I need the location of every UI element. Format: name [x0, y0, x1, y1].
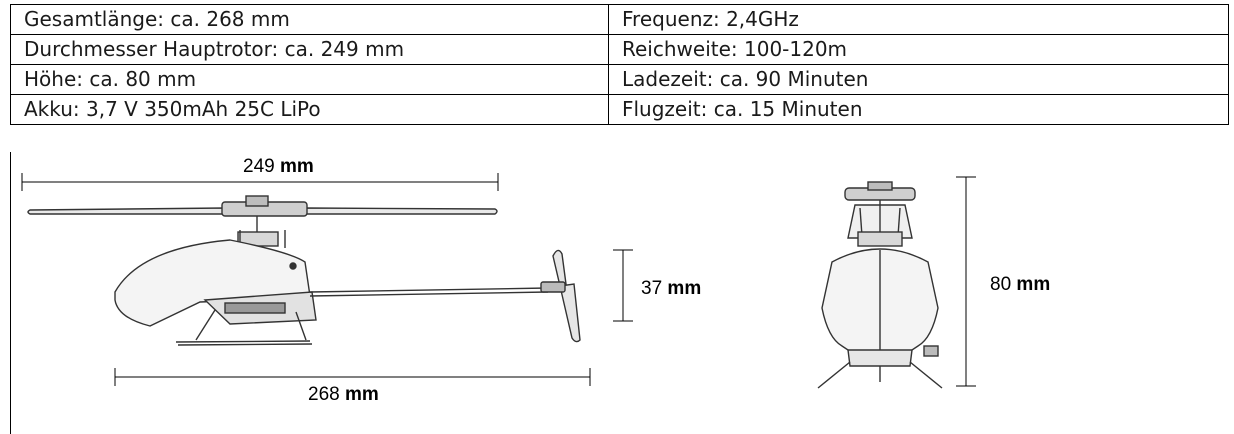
figure-border [10, 152, 11, 434]
helicopter-side-view [27, 195, 581, 346]
spec-cell: Durchmesser Hauptrotor: ca. 249 mm [10, 34, 609, 65]
spec-table: Gesamtlänge: ca. 268 mm Frequenz: 2,4GHz… [10, 4, 1229, 125]
rotor-dimension-label: 249 mm [243, 156, 314, 177]
spec-cell: Gesamtlänge: ca. 268 mm [10, 4, 609, 35]
table-row: Akku: 3,7 V 350mAh 25C LiPo Flugzeit: ca… [10, 94, 1229, 125]
spec-cell: Akku: 3,7 V 350mAh 25C LiPo [10, 94, 609, 125]
table-row: Gesamtlänge: ca. 268 mm Frequenz: 2,4GHz [10, 4, 1229, 35]
height-dimension-line [956, 176, 976, 387]
rotor-dimension-line [21, 173, 499, 191]
length-dimension-label: 268 mm [308, 384, 379, 405]
height-dimension-label: 80 mm [990, 274, 1050, 295]
tail-height-dimension-label: 37 mm [641, 278, 701, 299]
spec-cell: Flugzeit: ca. 15 Minuten [608, 94, 1229, 125]
helicopter-front-view [817, 181, 943, 389]
length-dimension-line [114, 368, 591, 386]
spec-cell: Frequenz: 2,4GHz [608, 4, 1229, 35]
spec-cell: Ladezeit: ca. 90 Minuten [608, 64, 1229, 95]
tail-height-dimension-line [613, 249, 633, 322]
